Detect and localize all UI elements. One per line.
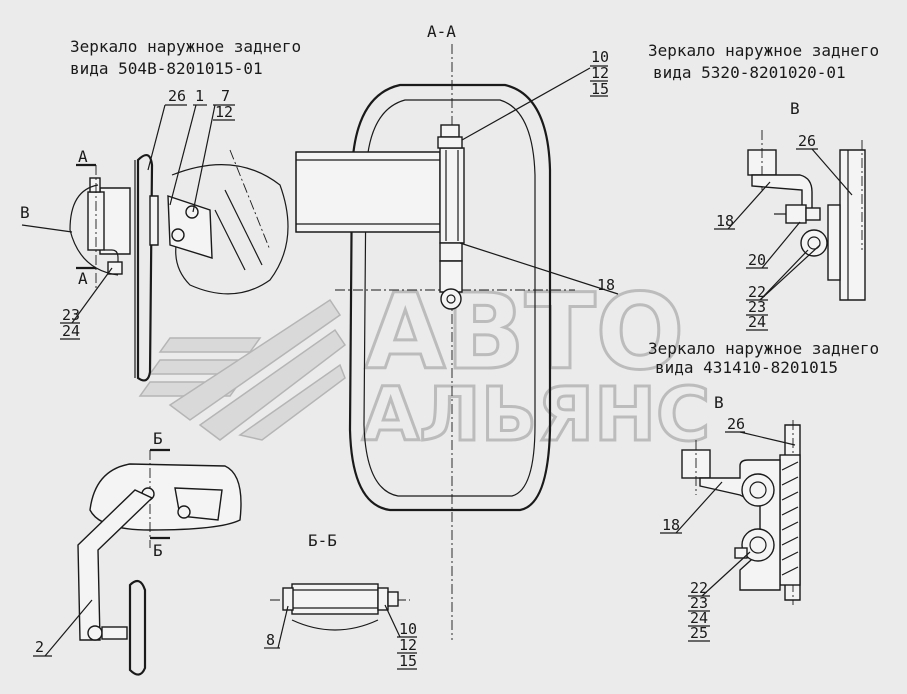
caption-mirror-1-line2: вида 504В-8201015-01 <box>70 59 263 78</box>
caption-mirror-3-line2: вида 431410-8201015 <box>655 358 838 377</box>
view-left-mirror-504: Зеркало наружное заднего вида 504В-82010… <box>20 37 301 382</box>
caption-mirror-2-line2: вида 5320-8201020-01 <box>653 63 846 82</box>
callout-left-24: 24 <box>62 322 80 340</box>
callout-right-top-23: 23 <box>748 298 766 316</box>
view-bb-title: Б-Б <box>308 531 337 550</box>
callout-right-bottom-18: 18 <box>662 516 680 534</box>
watermark-line2: АЛЬЯНС <box>362 372 710 458</box>
callout-right-top-20: 20 <box>748 251 766 269</box>
view-left-bottom: Б Б 2 <box>33 429 242 676</box>
callout-right-bottom-22: 22 <box>690 579 708 597</box>
callout-bb-12: 12 <box>399 636 417 654</box>
callout-right-bottom-25: 25 <box>690 624 708 642</box>
callout-left-1: 1 <box>195 87 204 105</box>
section-b-top: Б <box>153 429 163 448</box>
view-bb: Б-Б 8 10 12 15 <box>264 531 417 670</box>
view-b-left-label: В <box>20 203 30 222</box>
caption-mirror-1-line1: Зеркало наружное заднего <box>70 37 301 56</box>
callout-right-top-26: 26 <box>798 132 816 150</box>
callout-bb-8: 8 <box>266 631 275 649</box>
callout-right-bottom-26: 26 <box>727 415 745 433</box>
callout-center-18: 18 <box>597 276 615 294</box>
callout-center-12: 12 <box>591 64 609 82</box>
view-right-mirror-5320: Зеркало наружное заднего вида 5320-82010… <box>648 41 879 331</box>
callout-left-7: 7 <box>221 87 230 105</box>
watermark: АВТО АЛЬЯНС <box>138 270 712 460</box>
callout-right-top-18: 18 <box>716 212 734 230</box>
callout-right-top-22: 22 <box>748 283 766 301</box>
callout-center-10: 10 <box>591 48 609 66</box>
callout-center-15: 15 <box>591 80 609 98</box>
section-a-bottom: А <box>78 269 88 288</box>
callout-right-bottom-24: 24 <box>690 609 708 627</box>
view-b-right-bottom-label: В <box>714 393 724 412</box>
callout-left-26: 26 <box>168 87 186 105</box>
view-right-mirror-431410: Зеркало наружное заднего вида 431410-820… <box>648 339 879 642</box>
view-aa-title: А-А <box>427 22 456 41</box>
caption-mirror-3-line1: Зеркало наружное заднего <box>648 339 879 358</box>
section-a-top: А <box>78 147 88 166</box>
view-b-right-top-label: В <box>790 99 800 118</box>
view-aa: А-А 10 12 15 18 <box>295 22 619 640</box>
watermark-logo-icon <box>138 298 347 441</box>
callout-right-top-24: 24 <box>748 313 766 331</box>
caption-mirror-2-line1: Зеркало наружное заднего <box>648 41 879 60</box>
callout-left-2: 2 <box>35 638 44 656</box>
callout-bb-10: 10 <box>399 620 417 638</box>
callout-right-bottom-23: 23 <box>690 594 708 612</box>
callout-left-12: 12 <box>215 103 233 121</box>
callout-bb-15: 15 <box>399 652 417 670</box>
callout-left-23: 23 <box>62 306 80 324</box>
section-b-bottom: Б <box>153 541 163 560</box>
